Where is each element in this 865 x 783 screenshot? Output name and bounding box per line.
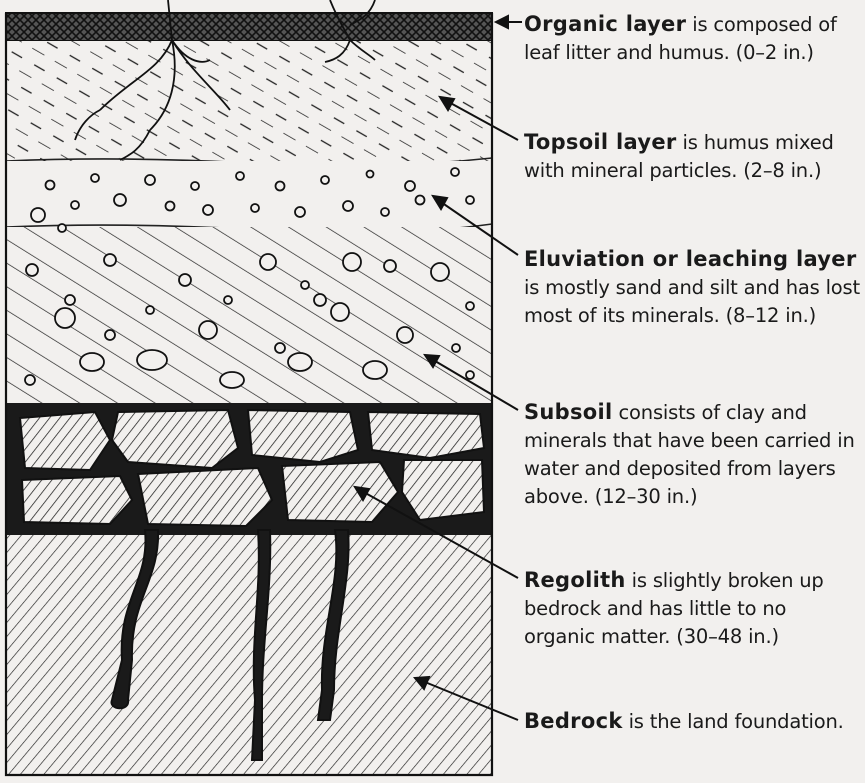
topsoil-layer-band: [6, 41, 492, 161]
label-organic-layer: Organic layer is composed of leaf litter…: [524, 10, 862, 67]
organic-layer-band: [6, 13, 492, 41]
term-organic-layer: Organic layer: [524, 12, 686, 36]
eluviation-layer-band: [6, 227, 492, 403]
desc-bedrock-layer: is the land foundation.: [623, 710, 844, 733]
term-regolith-layer: Regolith: [524, 568, 626, 592]
gravel-band: [6, 161, 492, 227]
label-bedrock-layer: Bedrock is the land foundation.: [524, 707, 862, 736]
regolith-bedrock-band: [6, 535, 492, 775]
label-subsoil-layer: Subsoil consists of clay and minerals th…: [524, 398, 862, 511]
term-subsoil-layer: Subsoil: [524, 400, 613, 424]
term-bedrock-layer: Bedrock: [524, 709, 623, 733]
label-eluviation-layer: Eluviation or leaching layer is mostly s…: [524, 245, 862, 330]
term-topsoil-layer: Topsoil layer: [524, 130, 677, 154]
label-topsoil-layer: Topsoil layer is humus mixed with minera…: [524, 128, 862, 185]
term-eluviation-layer: Eluviation or leaching layer: [524, 247, 857, 271]
soil-column: [6, 13, 492, 775]
arrow-organic-layer: [496, 16, 508, 28]
desc-eluviation-layer: is mostly sand and silt and has lost mos…: [524, 276, 860, 327]
subsoil-layer-band: [6, 403, 492, 535]
label-regolith-layer: Regolith is slightly broken up bedrock a…: [524, 566, 862, 651]
